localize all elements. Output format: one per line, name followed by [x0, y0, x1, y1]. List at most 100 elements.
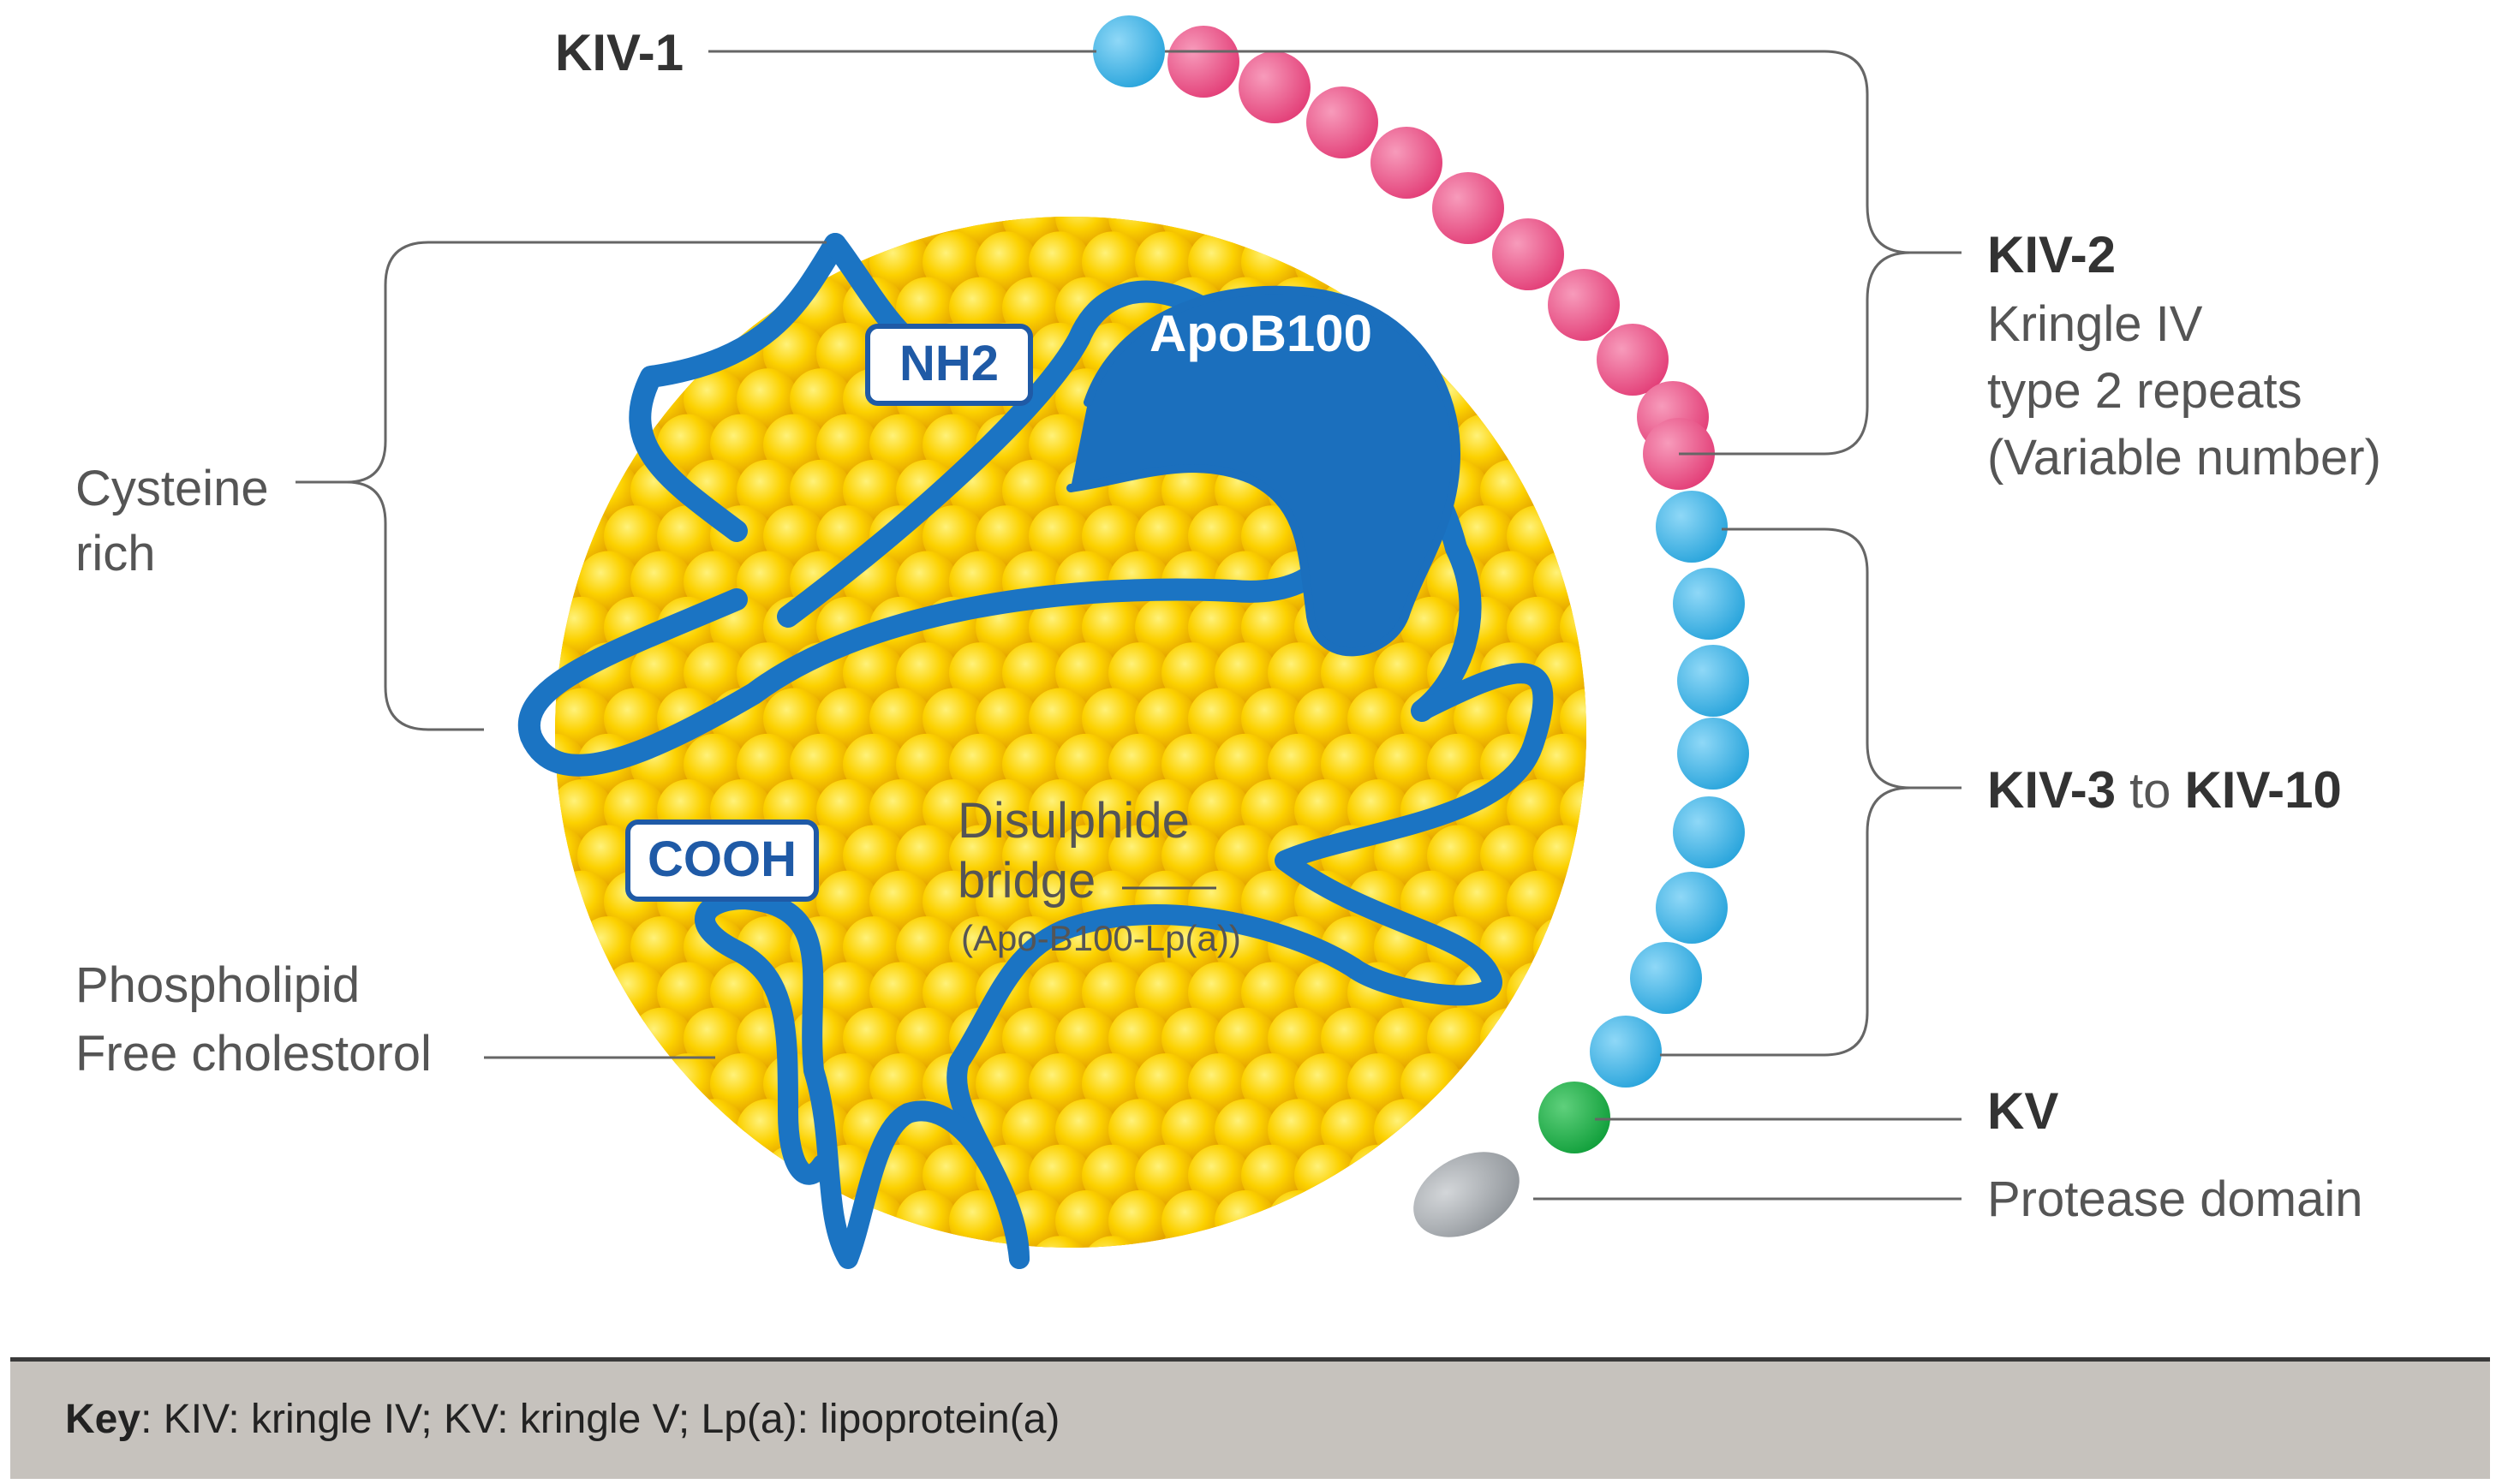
lipid-ball	[1029, 688, 1090, 750]
lipid-ball	[896, 642, 958, 705]
lipid-ball	[1161, 825, 1223, 887]
lipid-ball	[1029, 779, 1090, 842]
lipid-ball	[630, 642, 692, 705]
lipid-ball	[896, 277, 958, 339]
lipid-ball	[1241, 688, 1303, 750]
lipid-ball	[976, 1053, 1037, 1116]
lipid-ball	[949, 1190, 1011, 1248]
cysteine-bracket	[296, 241, 827, 731]
lipid-ball	[1002, 825, 1064, 887]
lipid-ball	[1374, 642, 1436, 705]
lipid-ball	[1374, 733, 1436, 796]
lipid-ball	[710, 414, 772, 476]
lipid-ball	[1188, 505, 1250, 568]
lipid-ball	[923, 505, 984, 568]
lipid-ball	[1241, 1053, 1303, 1116]
lipid-ball	[1321, 642, 1382, 705]
lipid-ball	[949, 733, 1011, 796]
lipid-ball	[684, 1099, 745, 1161]
lipid-ball	[1454, 688, 1515, 750]
lipid-ball	[1241, 596, 1303, 659]
lipid-ball	[1215, 642, 1276, 705]
lipid-ball	[1215, 1007, 1276, 1070]
lipid-ball	[1108, 642, 1170, 705]
lipid-ball	[1374, 1007, 1436, 1070]
key-text: Key: KIV: kringle IV; KV: kringle V; Lp(…	[65, 1396, 1060, 1443]
lipid-ball	[843, 916, 905, 979]
right-brackets	[708, 50, 1962, 1201]
lipid-ball	[1268, 733, 1329, 796]
kiv2-bead	[1239, 51, 1311, 123]
lipid-ball	[1108, 916, 1170, 979]
lipid-ball	[1161, 916, 1223, 979]
lipid-ball	[1135, 1053, 1197, 1116]
lipid-ball	[976, 779, 1037, 842]
kiv3-10-bead	[1656, 872, 1728, 944]
lipid-ball	[923, 962, 984, 1024]
lipid-ball	[816, 414, 878, 476]
nh2-label: NH2	[899, 336, 999, 391]
lipid-ball	[1268, 1099, 1329, 1161]
lipid-ball	[1188, 596, 1250, 659]
lipid-ball	[1347, 1053, 1409, 1116]
lipid-ball	[684, 1007, 745, 1070]
lipid-ball	[1161, 459, 1223, 521]
lipid-ball	[949, 217, 1011, 247]
lipid-ball	[976, 505, 1037, 568]
lipid-ball	[923, 1144, 984, 1207]
cooh-label: COOH	[648, 831, 797, 887]
lipid-ball	[1002, 642, 1064, 705]
lipid-ball	[1294, 962, 1356, 1024]
lipid-ball	[555, 733, 586, 796]
lipid-ball	[1427, 1007, 1489, 1070]
lipid-ball	[1029, 231, 1090, 294]
lipid-ball	[1082, 779, 1144, 842]
lipid-ball	[1427, 825, 1489, 887]
nh2-tag: NH2	[865, 324, 1033, 406]
kiv2-desc-3: (Variable number)	[1987, 430, 2381, 486]
lipid-ball	[1108, 733, 1170, 796]
kiv3-10-bead	[1673, 568, 1745, 640]
phospholipid-label-1: Phospholipid	[75, 957, 360, 1013]
lipid-ball	[763, 414, 825, 476]
kringle-chain	[1093, 15, 1749, 1237]
lipid-ball	[630, 551, 692, 613]
lipid-ball	[1029, 1144, 1090, 1207]
protease-domain-label: Protease domain	[1987, 1171, 2362, 1227]
lipid-ball	[710, 1053, 772, 1116]
lipid-ball	[1241, 505, 1303, 568]
lipid-ball	[604, 688, 666, 750]
protease-domain	[1413, 1152, 1520, 1237]
lipid-ball	[1082, 596, 1144, 659]
lipid-ball	[763, 322, 825, 384]
lipid-ball	[1374, 1099, 1436, 1161]
lipid-ball	[763, 688, 825, 750]
lipid-ball	[1560, 688, 1586, 750]
kiv2-label: KIV-2	[1987, 226, 2116, 283]
lipid-ball	[684, 642, 745, 705]
apob100-chain	[517, 233, 1554, 1269]
lipid-ball	[1268, 1190, 1329, 1248]
cysteine-label-2: rich	[75, 526, 155, 581]
lipid-ball	[1108, 825, 1170, 887]
lipid-ball	[1108, 1190, 1170, 1248]
lipid-ball	[555, 779, 612, 842]
kv-bead	[1538, 1082, 1610, 1153]
lipid-ball	[1400, 596, 1462, 659]
kiv2-bead	[1370, 127, 1442, 199]
lipid-ball	[816, 1053, 878, 1116]
lipid-ball	[604, 505, 666, 568]
lipid-ball	[763, 505, 825, 568]
lipid-ball	[1082, 688, 1144, 750]
lipid-ball	[684, 733, 745, 796]
lipid-ball	[1188, 962, 1250, 1024]
lipid-ball	[843, 825, 905, 887]
lipid-ball	[1055, 642, 1117, 705]
lipid-ball	[976, 231, 1037, 294]
lipid-ball	[1002, 277, 1064, 339]
lipid-ball	[1188, 1053, 1250, 1116]
kiv2-bead	[1548, 269, 1620, 341]
lipid-ball	[1135, 1144, 1197, 1207]
